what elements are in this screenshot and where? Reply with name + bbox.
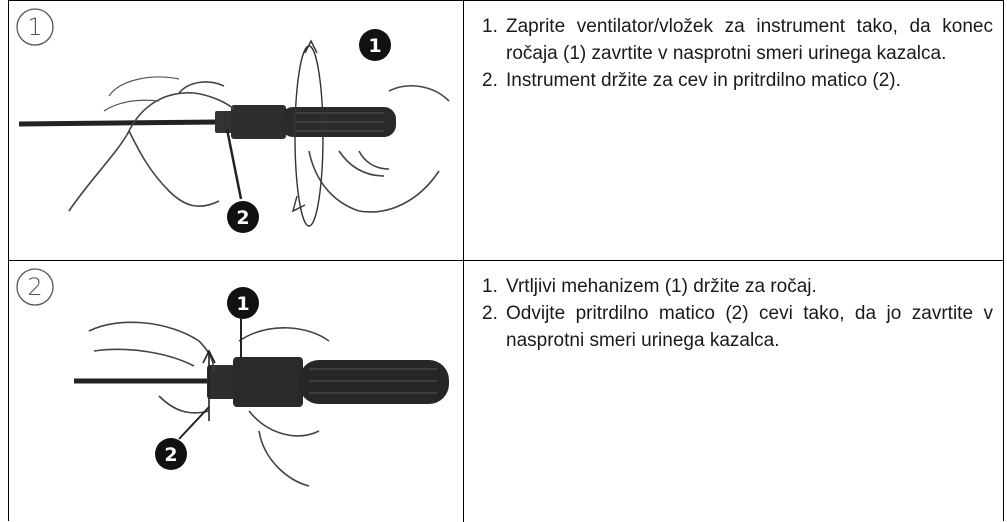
instruction-item: 1. Zaprite ventilator/vložek za instrume… xyxy=(482,13,993,67)
callout-1-label: 1 xyxy=(236,293,249,315)
step-row-1: 1 xyxy=(9,1,1003,261)
step-2-text-cell: 1. Vrtljivi mehanizem (1) držite za roča… xyxy=(464,261,1003,522)
callout-2-label: 2 xyxy=(164,444,177,466)
step-1-instruction-list: 1. Zaprite ventilator/vložek za instrume… xyxy=(482,13,993,94)
instruction-table: 1 xyxy=(8,0,1004,521)
hands-instrument-illustration-icon: 1 2 xyxy=(9,1,464,260)
callout-2-label: 2 xyxy=(236,207,249,229)
step-row-2: 2 xyxy=(9,261,1003,522)
step-2-instruction-list: 1. Vrtljivi mehanizem (1) držite za roča… xyxy=(482,273,993,354)
step-1-text-cell: 1. Zaprite ventilator/vložek za instrume… xyxy=(464,1,1003,260)
step-1-illustration-cell: 1 xyxy=(9,1,464,260)
hands-instrument-illustration-icon: 1 2 xyxy=(9,261,464,522)
instruction-item: 2. Instrument držite za cev in pritrdiln… xyxy=(482,67,993,94)
callout-1-label: 1 xyxy=(368,35,381,57)
step-2-illustration-cell: 2 xyxy=(9,261,464,522)
instruction-item: 1. Vrtljivi mehanizem (1) držite za roča… xyxy=(482,273,993,300)
instruction-item: 2. Odvijte pritrdilno matico (2) cevi ta… xyxy=(482,300,993,354)
